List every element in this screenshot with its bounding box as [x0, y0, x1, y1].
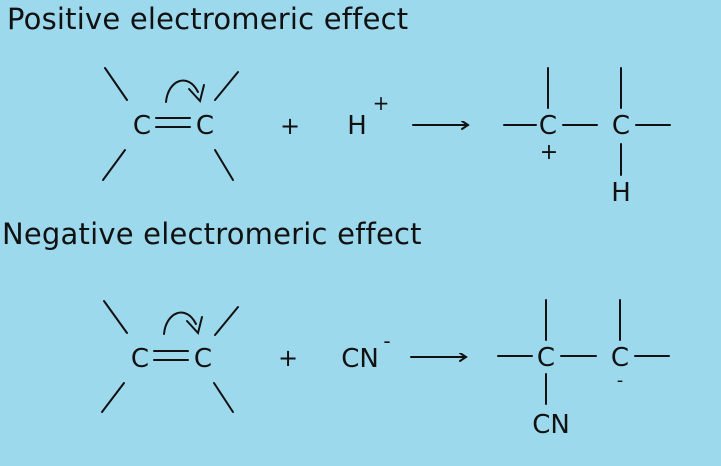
product-carbon-right: C: [611, 343, 629, 373]
bond-lower-left: [101, 382, 125, 413]
curved-arrow-head: [186, 316, 203, 336]
positive-product: C + C H: [503, 67, 671, 208]
reagent-charge: -: [383, 329, 390, 353]
reagent-label: H: [347, 111, 367, 141]
product-carbon-left: C: [539, 111, 557, 141]
curved-arrow-icon: [163, 311, 197, 335]
bond-upper-right: [214, 306, 239, 336]
carbon-right-label: C: [196, 111, 214, 141]
product-carbon-right: C: [612, 111, 630, 141]
plus-sign: +: [278, 344, 298, 372]
positive-reactant-alkene: C C: [102, 67, 239, 181]
carbon-left-label: C: [131, 344, 149, 374]
negative-effect-heading: Negative electromeric effect: [2, 217, 422, 251]
bond-upper-left: [103, 300, 128, 334]
positive-effect-heading: Positive electromeric effect: [7, 2, 409, 36]
carbon-left-label: C: [133, 111, 151, 141]
bond-lower-left: [102, 149, 126, 181]
carbocation-charge: +: [540, 140, 558, 165]
curved-arrow-icon: [165, 79, 199, 103]
bond-upper-left: [104, 67, 128, 101]
carbanion-charge: -: [617, 370, 624, 391]
plus-sign: +: [280, 112, 300, 140]
positive-reaction: C C + H + C + C H: [102, 67, 671, 208]
negative-reactant-alkene: C C: [101, 300, 239, 413]
product-cyanide: CN: [532, 410, 570, 440]
negative-reaction: C C + CN - C C - CN: [101, 299, 670, 440]
carbon-right-label: C: [194, 344, 212, 374]
reagent-label: CN: [341, 344, 379, 374]
reagent-charge: +: [373, 91, 390, 115]
curved-arrow-head: [188, 84, 205, 104]
negative-product: C C - CN: [497, 299, 670, 440]
product-hydrogen: H: [611, 178, 631, 208]
bond-lower-right: [214, 149, 234, 181]
bond-upper-right: [214, 71, 239, 101]
product-carbon-left: C: [537, 343, 555, 373]
bond-lower-right: [213, 382, 234, 413]
